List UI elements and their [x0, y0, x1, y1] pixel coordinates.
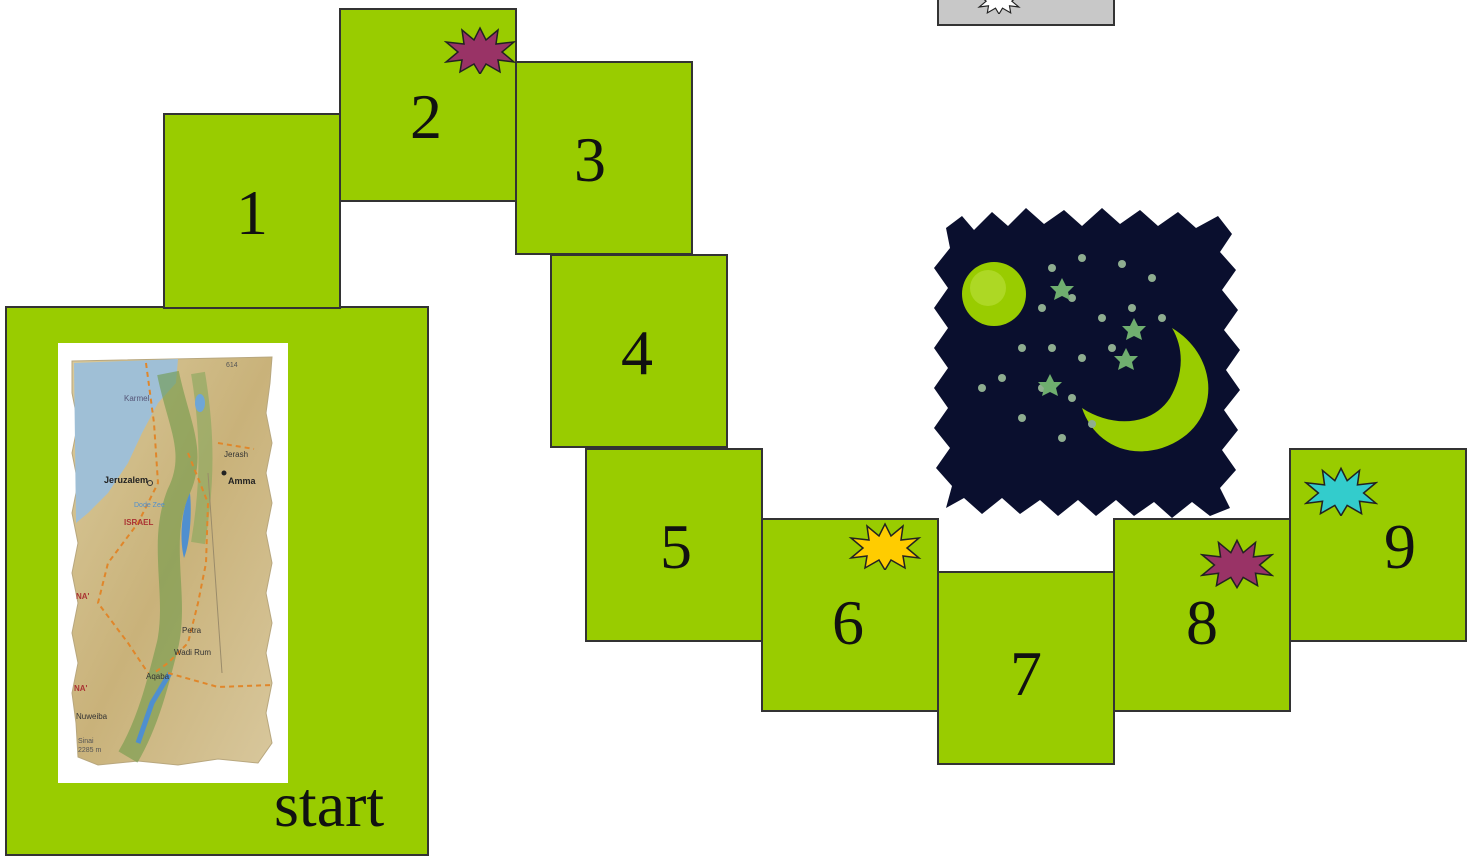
purple-star-burst-icon [444, 26, 516, 74]
square-7-number: 7 [1010, 637, 1042, 711]
grey-box-burst-icon [976, 0, 1022, 14]
cyan-star-burst-icon [1304, 466, 1378, 516]
map-label-wadi-rum: Wadi Rum [174, 648, 211, 657]
square-5-number: 5 [660, 510, 692, 584]
map-label-sinai: Sinai [78, 738, 94, 745]
top-grey-box [937, 0, 1115, 26]
map-label-elevation: 2285 m [78, 747, 102, 754]
square-2-number: 2 [410, 80, 442, 154]
square-4-number: 4 [621, 316, 653, 390]
night-sky-icon [922, 198, 1262, 538]
map-label-amman: Amma [228, 476, 257, 486]
map-label-na-2: NA' [74, 684, 88, 693]
square-6-number: 6 [832, 586, 864, 660]
square-5[interactable]: 5 [585, 448, 763, 642]
square-1[interactable]: 1 [163, 113, 341, 309]
square-3[interactable]: 3 [515, 61, 693, 255]
square-3-number: 3 [574, 123, 606, 197]
map-label-jerash: Jerash [224, 450, 248, 459]
map-label-petra: Petra [182, 626, 202, 635]
square-4[interactable]: 4 [550, 254, 728, 448]
map-label-aqaba: Aqaba [146, 672, 170, 681]
map-label-peak: 614 [226, 362, 238, 369]
map-label-nuweiba: Nuweiba [76, 712, 108, 721]
yellow-star-burst-icon [848, 522, 922, 570]
map-label-jeruzalem: Jeruzalem [104, 475, 148, 485]
square-8-number: 8 [1186, 586, 1218, 660]
square-1-number: 1 [236, 176, 268, 250]
map-label-dode-zee: Dode Zee [134, 502, 165, 509]
start-label: start [274, 768, 384, 842]
map-label-na-1: NA' [76, 592, 90, 601]
square-7[interactable]: 7 [937, 571, 1115, 765]
purple-star-burst-icon-2 [1200, 536, 1274, 590]
map-label-karmel: Karmel [124, 394, 150, 403]
square-9-number: 9 [1384, 510, 1416, 584]
map-label-israel: ISRAEL [124, 518, 153, 527]
israel-map-icon: Karmel 614 Jeruzalem Jerash Amma Dode Ze… [58, 343, 288, 783]
